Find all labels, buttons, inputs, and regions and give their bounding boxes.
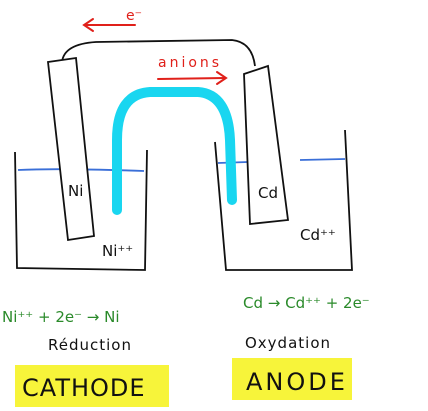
cathode-equation: Ni⁺⁺ + 2e⁻ → Ni (2, 308, 120, 326)
cathode-process: Réduction (48, 336, 132, 354)
anode-highlight (232, 358, 352, 400)
right-solution-surface (217, 158, 346, 164)
ni-ion-label: Ni⁺⁺ (102, 242, 133, 260)
right-beaker (214, 129, 353, 271)
cd-ion-label: Cd⁺⁺ (300, 226, 336, 244)
anode-equation: Cd → Cd⁺⁺ + 2e⁻ (243, 294, 370, 312)
cathode-title: CATHODE (22, 374, 146, 402)
electron-label: e⁻ (126, 8, 142, 24)
cd-electrode-label: Cd (258, 184, 278, 202)
cathode-highlight (15, 365, 169, 407)
ni-electrode-label: Ni (68, 182, 83, 200)
anode-title: ANODE (246, 368, 348, 396)
anode-process: Oxydation (245, 334, 331, 352)
anions-label: anions (158, 55, 222, 71)
salt-bridge (112, 87, 237, 215)
left-beaker (14, 149, 148, 271)
anion-flow-arrow (157, 71, 228, 85)
external-wire (61, 39, 256, 67)
ni-electrode (47, 56, 95, 242)
cd-electrode (243, 64, 290, 225)
electron-flow-arrow (82, 18, 136, 32)
